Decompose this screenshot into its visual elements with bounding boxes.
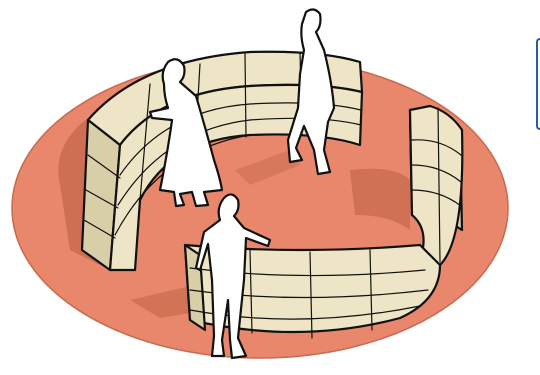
side-panel-tab[interactable] — [536, 38, 540, 130]
